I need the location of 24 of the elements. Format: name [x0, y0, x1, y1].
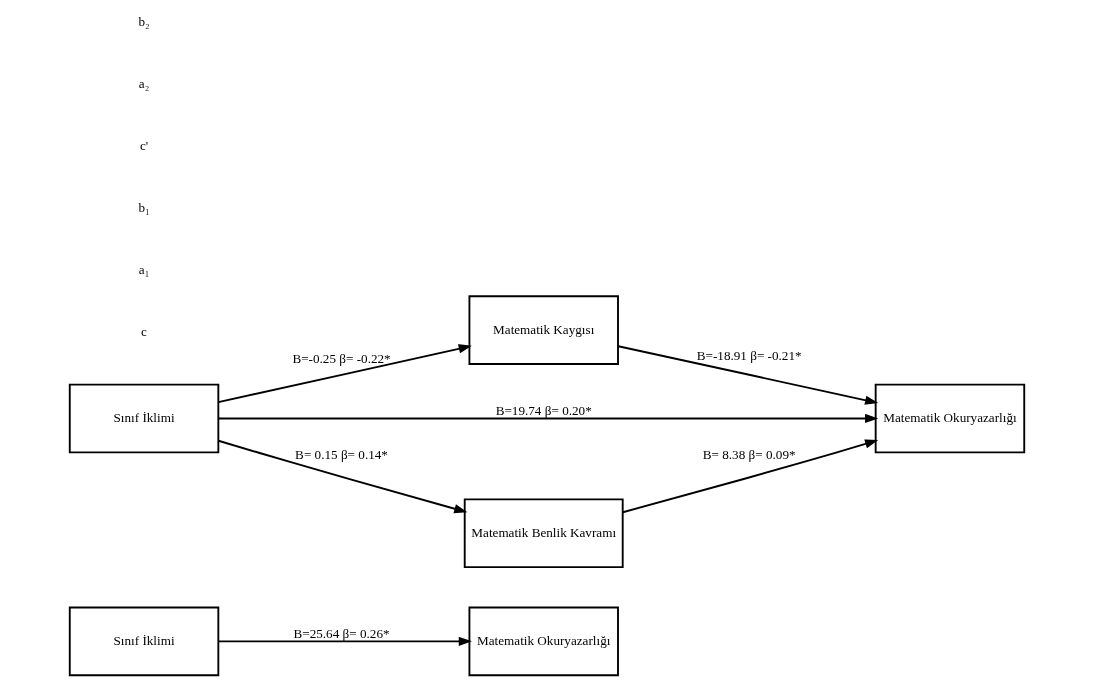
label: c': [139, 138, 148, 154]
arrow: [217, 439, 467, 514]
arrow: [621, 439, 878, 514]
arrow: [616, 345, 878, 405]
label: b₁: [137, 200, 150, 216]
arrow: [217, 344, 472, 404]
edge-label: B= 8.38 β= 0.09*: [702, 447, 796, 463]
label: c: [140, 324, 147, 340]
label: a₁: [138, 262, 149, 278]
arrow: [217, 413, 878, 424]
node-box: Sınıf İklimi: [68, 606, 219, 677]
label: a₂: [138, 76, 149, 92]
node-box: Matematik Benlik Kavramı: [463, 498, 624, 568]
edge-label: B=-0.25 β= -0.22*: [291, 351, 391, 367]
edge-label: B= 0.15 β= 0.14*: [294, 447, 388, 463]
node-box: Matematik Okuryazarlığı: [874, 383, 1025, 454]
edge-label: B=-18.91 β= -0.21*: [696, 348, 802, 364]
node-box: Sınıf İklimi: [68, 383, 219, 454]
edge-label: B=19.74 β= 0.20*: [495, 402, 592, 418]
edge-label: B=25.64 β= 0.26*: [292, 625, 390, 641]
label: b₂: [137, 14, 150, 30]
node-box: Matematik Okuryazarlığı: [468, 606, 619, 677]
node-box: Matematik Kaygısı: [468, 295, 619, 365]
arrow: [217, 636, 472, 646]
